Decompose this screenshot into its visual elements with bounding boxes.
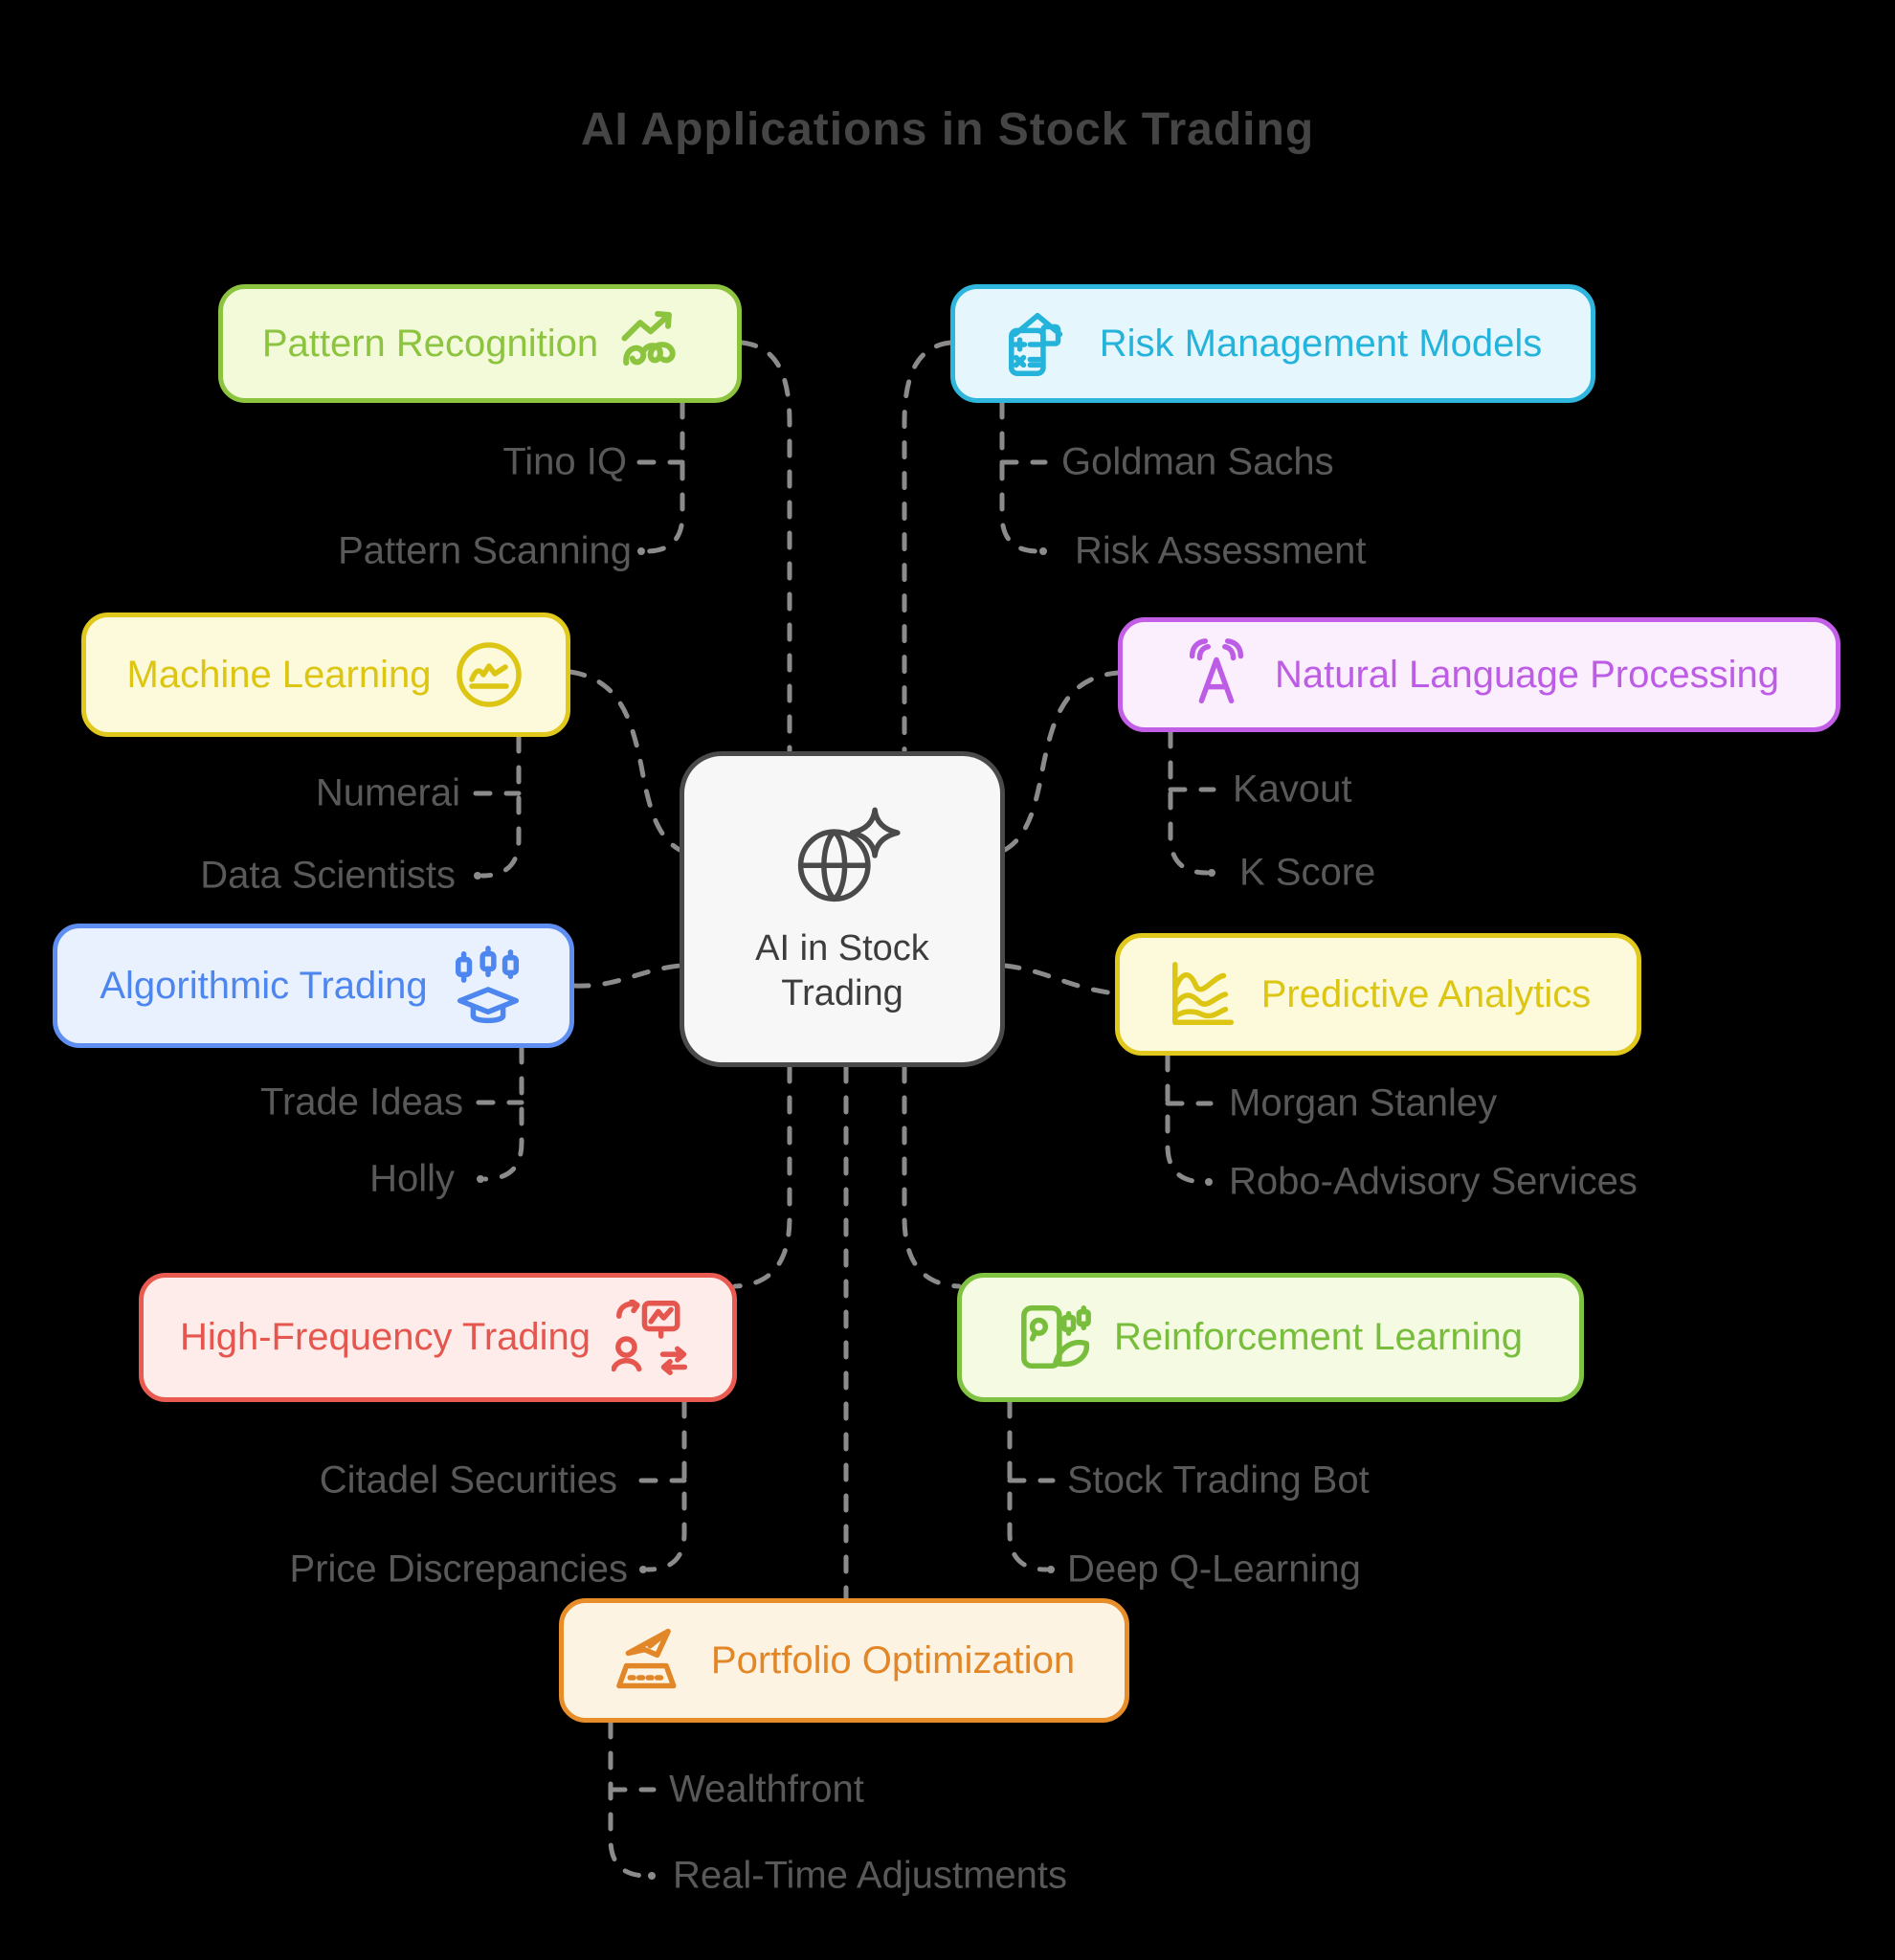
connector-central-reinforcement-learning [902, 1064, 962, 1289]
child-deep-q-learning: Deep Q-Learning [1067, 1548, 1361, 1591]
node-pattern-recognition: Pattern Recognition [218, 284, 742, 403]
node-label: Natural Language Processing [1274, 653, 1779, 696]
child-pattern-scanning: Pattern Scanning [338, 529, 632, 572]
node-label: High-Frequency Trading [179, 1316, 591, 1358]
node-label: Portfolio Optimization [710, 1638, 1076, 1682]
node-machine-learning: Machine Learning [81, 612, 570, 737]
house-calculator-icon [1004, 306, 1079, 381]
connector-dot [474, 872, 481, 880]
mobile-trading-icon [1018, 1301, 1093, 1375]
connector-central-algorithmic-trading [571, 963, 682, 989]
connector-dot [1039, 547, 1047, 555]
node-label: Algorithmic Trading [100, 964, 428, 1007]
child-citadel-securities: Citadel Securities [319, 1459, 617, 1502]
child-stock-trading-bot: Stock Trading Bot [1067, 1459, 1370, 1502]
candlestick-graduation-icon [449, 945, 527, 1027]
child-price-discrepancies: Price Discrepancies [289, 1548, 628, 1591]
connector-children-machine-learning [473, 734, 522, 879]
child-k-score: K Score [1239, 851, 1376, 894]
connector-dot [1205, 1178, 1213, 1186]
connector-dot [648, 1872, 656, 1880]
connector-dot [1047, 1566, 1055, 1573]
central-node-label: AI in Stock Trading [755, 927, 929, 1014]
child-morgan-stanley: Morgan Stanley [1229, 1081, 1498, 1125]
connector-dot [1208, 869, 1215, 877]
child-kavout: Kavout [1233, 768, 1352, 811]
child-numerai: Numerai [315, 771, 460, 814]
connector-central-risk-management [902, 340, 953, 754]
connector-dot [637, 547, 645, 555]
connector-children-portfolio-optimization [608, 1720, 657, 1879]
node-reinforcement-learning: Reinforcement Learning [957, 1273, 1584, 1402]
node-high-frequency-trading: High-Frequency Trading [139, 1273, 737, 1402]
connector-children-algorithmic-trading [476, 1045, 524, 1182]
child-risk-assessment: Risk Assessment [1075, 529, 1367, 572]
connector-central-machine-learning [568, 669, 682, 853]
child-tino-iq: Tino IQ [502, 440, 627, 483]
trader-exchange-icon [612, 1300, 696, 1376]
child-trade-ideas: Trade Ideas [260, 1080, 463, 1124]
connector-dot [639, 1566, 647, 1573]
connector-dot [477, 1175, 484, 1183]
child-real-time-adjustments: Real-Time Adjustments [673, 1854, 1067, 1897]
connector-children-pattern-recognition [636, 400, 685, 554]
child-goldman-sachs: Goldman Sachs [1061, 440, 1334, 483]
node-label: Risk Management Models [1099, 322, 1543, 365]
node-portfolio-optimization: Portfolio Optimization [559, 1598, 1129, 1723]
node-label: Reinforcement Learning [1114, 1316, 1523, 1358]
node-label: Predictive Analytics [1260, 972, 1592, 1015]
connector-children-predictive-analytics [1165, 1053, 1214, 1185]
node-natural-language-processing: Natural Language Processing [1118, 617, 1840, 732]
plane-portfolio-icon [613, 1626, 690, 1695]
page-title: AI Applications in Stock Trading [580, 104, 1315, 155]
chart-circle-icon [453, 638, 525, 711]
child-robo-advisory-services: Robo-Advisory Services [1229, 1160, 1638, 1203]
connector-central-predictive-analytics [1002, 963, 1118, 996]
child-holly: Holly [369, 1157, 455, 1200]
node-label: Pattern Recognition [261, 322, 599, 365]
node-label: Machine Learning [126, 653, 432, 696]
connector-children-risk-management [999, 400, 1048, 554]
child-wealthfront: Wealthfront [669, 1768, 864, 1811]
connector-central-hft [732, 1064, 792, 1289]
connector-children-hft [638, 1399, 687, 1572]
node-risk-management-models: Risk Management Models [950, 284, 1595, 403]
voice-letter-icon [1179, 637, 1254, 712]
node-algorithmic-trading: Algorithmic Trading [53, 924, 574, 1048]
connector-children-reinforcement-learning [1007, 1399, 1056, 1572]
connector-central-nlp [1002, 670, 1121, 853]
multi-line-chart-icon [1166, 957, 1240, 1032]
central-node: AI in Stock Trading [680, 751, 1005, 1067]
trend-squiggle-icon [619, 308, 698, 379]
globe-sparkle-icon [783, 802, 902, 913]
child-data-scientists: Data Scientists [200, 854, 456, 897]
connector-central-pattern-recognition [739, 340, 792, 754]
connector-children-nlp [1168, 729, 1216, 876]
node-predictive-analytics: Predictive Analytics [1115, 933, 1641, 1056]
